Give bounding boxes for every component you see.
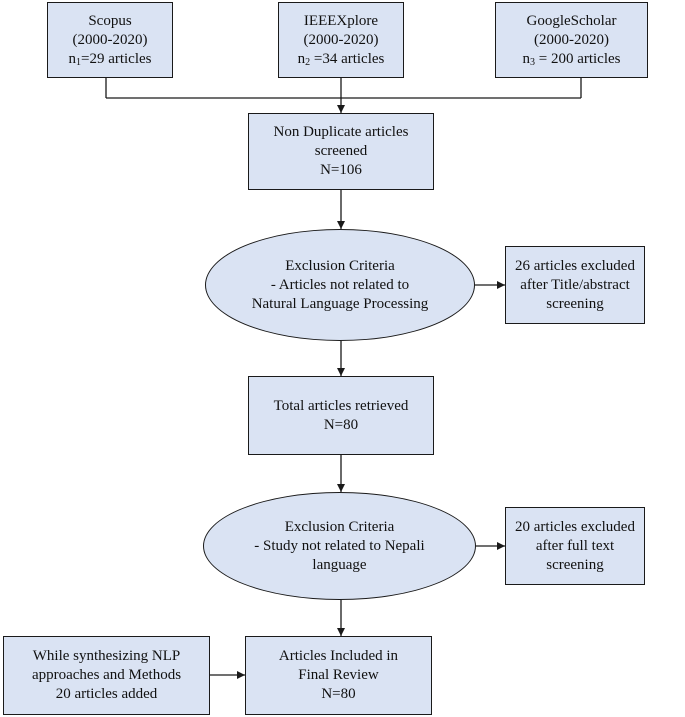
final-line2: Final Review xyxy=(298,667,379,683)
excluded-box-2: 20 articles excluded after full text scr… xyxy=(505,507,645,585)
source-years: (2000-2020) xyxy=(534,31,609,48)
exclusion-criteria-ellipse-2: Exclusion Criteria - Study not related t… xyxy=(203,492,476,600)
source-box-scopus: Scopus (2000-2020) n1=29 articles xyxy=(47,2,173,78)
excluded-line2: after Title/abstract xyxy=(520,276,630,293)
source-years: (2000-2020) xyxy=(303,31,379,48)
added-line3: 20 articles added xyxy=(55,686,158,702)
final-line1: Articles Included in xyxy=(278,648,399,664)
exclusion-title: Exclusion Criteria xyxy=(284,518,395,535)
exclusion-line2: - Study not related to Nepali xyxy=(254,537,425,554)
final-review-box: Articles Included in Final Review N=80 xyxy=(245,636,432,715)
source-name: Scopus xyxy=(88,12,132,29)
exclusion-line2: - Articles not related to xyxy=(270,276,410,293)
source-box-ieeexplore: IEEEXplore (2000-2020) n2 =34 articles xyxy=(278,2,404,78)
retrieved-line1: Total articles retrieved xyxy=(273,397,409,414)
final-count: N=80 xyxy=(321,686,356,702)
excluded-line3: screening xyxy=(546,295,604,312)
exclusion-title: Exclusion Criteria xyxy=(285,257,395,274)
source-count: n1=29 articles xyxy=(68,50,152,68)
excluded-line3: screening xyxy=(546,556,604,573)
added-line1: While synthesizing NLP xyxy=(32,648,181,664)
excluded-box-1: 26 articles excluded after Title/abstrac… xyxy=(505,246,645,324)
excluded-line1: 20 articles excluded xyxy=(515,518,635,535)
source-box-googlescholar: GoogleScholar (2000-2020) n3 = 200 artic… xyxy=(495,2,648,78)
source-count: n2 =34 articles xyxy=(297,50,385,68)
added-articles-box: While synthesizing NLP approaches and Me… xyxy=(3,636,210,715)
source-name: IEEEXplore xyxy=(303,12,379,29)
retrieved-box: Total articles retrieved N=80 xyxy=(248,376,434,455)
excluded-line2: after full text xyxy=(535,537,615,554)
screened-count: N=106 xyxy=(320,162,362,178)
retrieved-count: N=80 xyxy=(323,416,359,433)
screened-line1: Non Duplicate articles xyxy=(273,124,409,140)
exclusion-line3: language xyxy=(312,556,367,573)
exclusion-line3: Natural Language Processing xyxy=(251,295,429,312)
source-years: (2000-2020) xyxy=(72,31,148,48)
exclusion-criteria-ellipse-1: Exclusion Criteria - Articles not relate… xyxy=(205,229,475,341)
screened-line2: screened xyxy=(314,143,368,159)
screened-box: Non Duplicate articles screened N=106 xyxy=(248,113,434,190)
added-line2: approaches and Methods xyxy=(31,667,182,683)
source-count: n3 = 200 articles xyxy=(522,50,621,68)
source-name: GoogleScholar xyxy=(526,12,617,29)
excluded-line1: 26 articles excluded xyxy=(515,257,635,274)
